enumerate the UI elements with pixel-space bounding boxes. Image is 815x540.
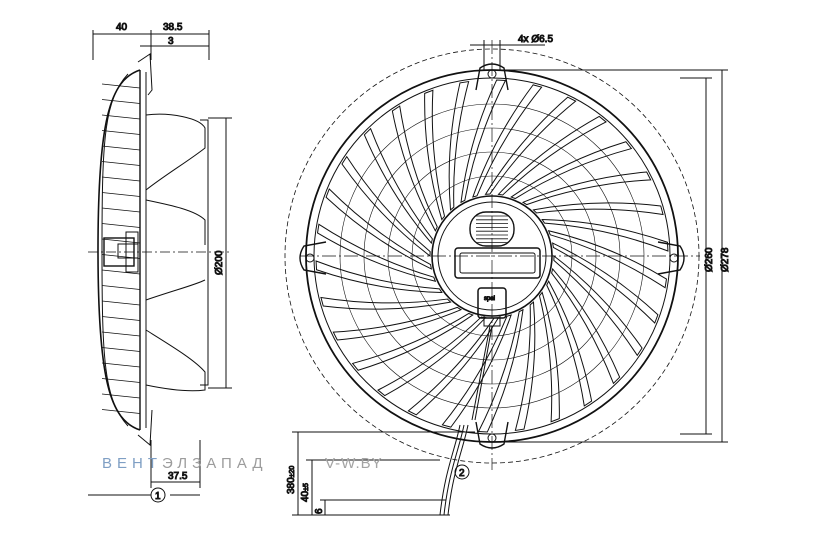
mounting-lugs xyxy=(299,63,685,449)
guard-spoke xyxy=(551,267,621,385)
guard-spokes xyxy=(315,79,669,433)
guard-spoke xyxy=(332,306,463,341)
guard-spoke xyxy=(477,308,524,433)
lug-hole xyxy=(487,69,497,79)
dim-depth-b: 38.5 xyxy=(163,22,183,33)
guard-spoke xyxy=(521,171,652,206)
guard-rib xyxy=(101,207,141,213)
guard-spoke xyxy=(484,96,577,195)
mounting-lug xyxy=(475,421,509,449)
guard-spoke xyxy=(472,84,543,198)
guard-rib xyxy=(101,331,141,337)
guard-rib xyxy=(101,176,141,182)
guard-spoke xyxy=(538,291,560,423)
dim-small: 3 xyxy=(168,36,174,47)
guard-spoke xyxy=(541,219,669,252)
guard-rib xyxy=(101,300,141,306)
guard-spoke xyxy=(363,127,433,245)
guard-ring xyxy=(387,151,597,361)
cable-detail: 380±20 40±5 6 xyxy=(286,424,475,516)
guard-rib xyxy=(101,83,141,89)
guard-rib xyxy=(101,223,141,228)
lug-hole xyxy=(305,253,315,263)
guard-spoke xyxy=(510,141,633,200)
dim-cable-length: 380±20 xyxy=(286,466,297,494)
dim-bottom: 37.5 xyxy=(168,471,188,482)
side-view: 40 38.5 3 Ø200 37.5 xyxy=(88,22,232,503)
lug-outline xyxy=(475,421,509,449)
guard-spoke xyxy=(351,312,474,371)
guard-rib xyxy=(101,316,141,321)
guard-rib xyxy=(101,145,141,151)
lug-outline xyxy=(299,241,327,275)
watermark-brand-part2: ЭЛ xyxy=(162,455,193,472)
watermark-brand-part3: ЗАПАД xyxy=(192,455,268,472)
guard-spoke xyxy=(377,316,487,397)
callout-2: 2 xyxy=(459,468,465,479)
spal-logo: spal xyxy=(484,296,495,302)
dim-diameter-278: Ø278 xyxy=(720,247,731,272)
guard-spoke xyxy=(315,260,443,293)
guard-rib xyxy=(101,192,141,197)
guard-rib xyxy=(101,347,141,352)
guard-rib xyxy=(101,393,141,399)
guard-rib xyxy=(101,409,141,414)
guard-rib xyxy=(101,285,141,290)
guard-spoke xyxy=(441,314,512,428)
guard-spoke xyxy=(316,223,437,282)
guard-rib xyxy=(101,161,141,166)
lug-outline xyxy=(475,63,509,91)
callout-1: 1 xyxy=(155,491,161,502)
guard-rib xyxy=(101,269,141,275)
guard-ring xyxy=(363,127,621,385)
guard-spoke xyxy=(391,105,438,232)
guard-rib xyxy=(101,114,141,120)
mounting-lug xyxy=(475,63,509,91)
guard-spoke xyxy=(448,80,470,211)
mounting-lug xyxy=(299,241,327,275)
guard-rib xyxy=(101,130,141,135)
dim-holes: 4x Ø6.5 xyxy=(518,34,553,45)
guard-rib xyxy=(101,362,141,368)
lug-hole xyxy=(669,253,679,263)
side-guard-ribs xyxy=(101,83,141,414)
guard-spoke xyxy=(546,280,593,407)
guard-spoke xyxy=(514,301,536,432)
lug-hole xyxy=(487,433,497,443)
guard-spoke xyxy=(553,255,643,357)
mounting-lug xyxy=(657,241,685,275)
dim-cable-end: 6 xyxy=(314,508,325,514)
guard-rib xyxy=(101,99,141,104)
motor-vent-grille xyxy=(476,215,508,244)
dim-diameter-260: Ø260 xyxy=(704,247,715,272)
guard-rib xyxy=(101,378,141,383)
front-view: spal 4x Ø6.5 Ø260 Ø278 2 xyxy=(284,34,732,480)
guard-spoke xyxy=(460,79,507,204)
guard-spoke xyxy=(341,155,431,257)
guard-spoke xyxy=(325,188,433,270)
guard-spoke xyxy=(497,115,607,196)
guard-spoke xyxy=(547,230,668,289)
guard-ring xyxy=(411,175,573,337)
dim-depth-a: 40 xyxy=(116,22,128,33)
watermark-brand: ВЕНТЭЛЗАПАД xyxy=(102,455,268,472)
guard-spoke xyxy=(320,296,452,310)
dim-cable-strip: 40±5 xyxy=(300,483,311,502)
guard-spoke xyxy=(551,242,659,324)
lug-outline xyxy=(657,241,685,275)
guard-ring xyxy=(339,103,645,409)
watermark-brand-part1: ВЕНТ xyxy=(102,455,163,472)
guard-spoke xyxy=(532,202,664,216)
guard-spoke xyxy=(424,89,446,221)
dim-diameter-200: Ø200 xyxy=(214,250,225,275)
guard-spoke xyxy=(407,317,500,416)
watermark-site: V-W.BY xyxy=(325,455,383,472)
